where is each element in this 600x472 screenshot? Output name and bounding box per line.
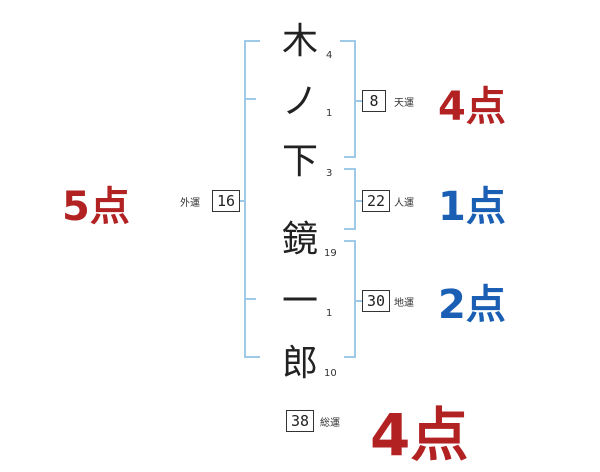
- gai-bracket-vertical: [244, 40, 246, 358]
- sou-un-label: 総運: [320, 418, 340, 429]
- stroke-count-2: 1: [326, 108, 333, 119]
- jin-bracket-vertical: [354, 168, 356, 230]
- jin-bracket-top: [344, 168, 356, 170]
- ten-un-value: 8: [362, 90, 386, 112]
- name-char-5: 一: [281, 281, 318, 322]
- jin-un-value: 22: [362, 190, 390, 212]
- gai-bracket-top: [244, 40, 260, 42]
- ten-un-label: 天運: [394, 98, 414, 109]
- chi-bracket-bottom: [344, 356, 356, 358]
- stroke-count-3: 3: [326, 168, 333, 179]
- gai-bracket-tick-1: [244, 98, 256, 100]
- ten-bracket-top: [340, 40, 356, 42]
- chi-bracket-connector: [354, 300, 362, 302]
- ten-bracket-bottom: [344, 156, 356, 158]
- gai-un-score: 5点: [62, 184, 130, 230]
- jin-bracket-connector: [354, 200, 362, 202]
- stroke-count-6: 10: [324, 368, 337, 379]
- name-char-3: 下: [281, 141, 318, 182]
- stroke-count-5: 1: [326, 308, 333, 319]
- sou-un-value: 38: [286, 410, 314, 432]
- chi-bracket-top: [344, 240, 356, 242]
- name-char-1: 木: [281, 21, 318, 62]
- ten-bracket-vertical: [354, 40, 356, 158]
- jin-un-score: 1点: [438, 184, 506, 230]
- stroke-count-4: 19: [324, 248, 337, 259]
- jin-un-label: 人運: [394, 198, 414, 209]
- sou-un-score: 4点: [370, 401, 469, 469]
- chi-un-score: 2点: [438, 282, 506, 328]
- chi-bracket-vertical: [354, 240, 356, 358]
- stroke-count-1: 4: [326, 50, 333, 61]
- gai-un-label: 外運: [180, 198, 200, 209]
- ten-un-score: 4点: [438, 84, 506, 130]
- chi-un-label: 地運: [394, 298, 414, 309]
- ten-bracket-connector: [354, 100, 362, 102]
- name-char-2: ノ: [281, 81, 318, 122]
- gai-bracket-tick-2: [244, 298, 256, 300]
- gai-bracket-bottom: [244, 356, 260, 358]
- gai-bracket-connector: [238, 200, 246, 202]
- name-char-4: 鏡: [281, 219, 318, 260]
- gai-un-value: 16: [212, 190, 240, 212]
- jin-bracket-bottom: [344, 228, 356, 230]
- name-char-6: 郎: [281, 343, 318, 384]
- chi-un-value: 30: [362, 290, 390, 312]
